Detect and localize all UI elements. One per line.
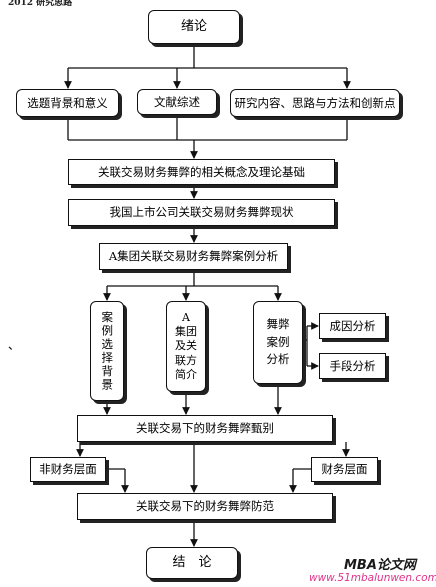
group-intro-line-1: A — [182, 310, 190, 324]
node-background: 选题背景和意义 — [16, 89, 119, 117]
node-status: 我国上市公司关联交易财务舞弊现状 — [68, 199, 335, 226]
node-prevent: 关联交易下的财务舞弊防范 — [77, 493, 333, 520]
node-case-selection-label: 案例选择背景 — [100, 310, 115, 392]
group-intro-line-5: 简介 — [175, 367, 197, 381]
node-case-analysis: A集团关联交易财务舞弊案例分析 — [99, 243, 288, 270]
node-cause: 成因分析 — [319, 313, 386, 339]
node-review: 文献综述 — [137, 89, 217, 115]
group-intro-line-3: 及关 — [175, 339, 197, 353]
node-intro: 绪论 — [148, 10, 240, 44]
node-content: 研究内容、思路与方法和创新点 — [230, 89, 400, 117]
node-identify: 关联交易下的财务舞弊甄别 — [77, 415, 333, 442]
group-intro-line-4: 联方 — [175, 353, 197, 367]
node-fraud-case-label: 舞弊案例分析 — [266, 316, 290, 367]
stray-mark: 、 — [8, 338, 21, 352]
watermark-brand: MBA论文网 — [344, 558, 416, 573]
node-group-intro: A 集团 及关 联方 简介 — [166, 301, 206, 392]
header-note: 2012 研究思路 — [8, 0, 73, 8]
node-means: 手段分析 — [319, 353, 386, 379]
node-financial: 财务层面 — [311, 457, 378, 482]
node-non-financial: 非财务层面 — [30, 457, 106, 482]
group-intro-line-2: 集团 — [175, 325, 197, 339]
node-conclusion: 结 论 — [146, 547, 238, 579]
node-fraud-case: 舞弊案例分析 — [253, 301, 303, 384]
node-case-selection: 案例选择背景 — [90, 301, 124, 401]
watermark-url: www.51mbalunwen.com — [309, 572, 436, 584]
node-theory: 关联交易财务舞弊的相关概念及理论基础 — [68, 159, 335, 185]
